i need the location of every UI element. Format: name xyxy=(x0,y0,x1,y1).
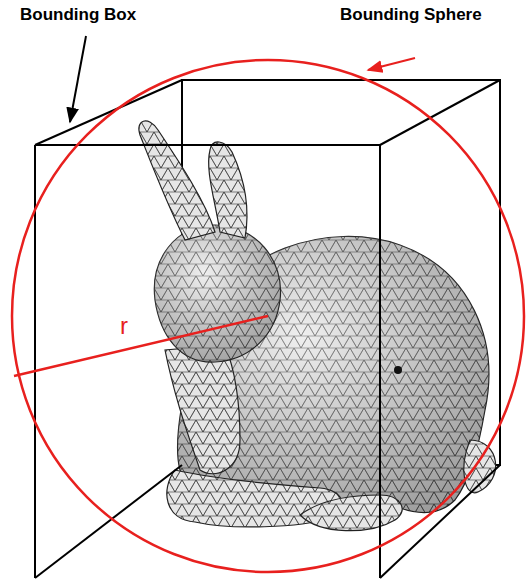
part-label: Bounding Sphere xyxy=(340,6,482,25)
bounding-sphere xyxy=(12,60,524,572)
bounding-box-front xyxy=(35,80,500,578)
part-label: Bounding Box xyxy=(20,6,136,25)
bunny-mesh xyxy=(139,121,496,531)
radius-line xyxy=(14,316,268,376)
dimension-label: r xyxy=(120,313,128,339)
pointer-arrow xyxy=(368,58,415,70)
pointer-arrow xyxy=(70,36,86,122)
